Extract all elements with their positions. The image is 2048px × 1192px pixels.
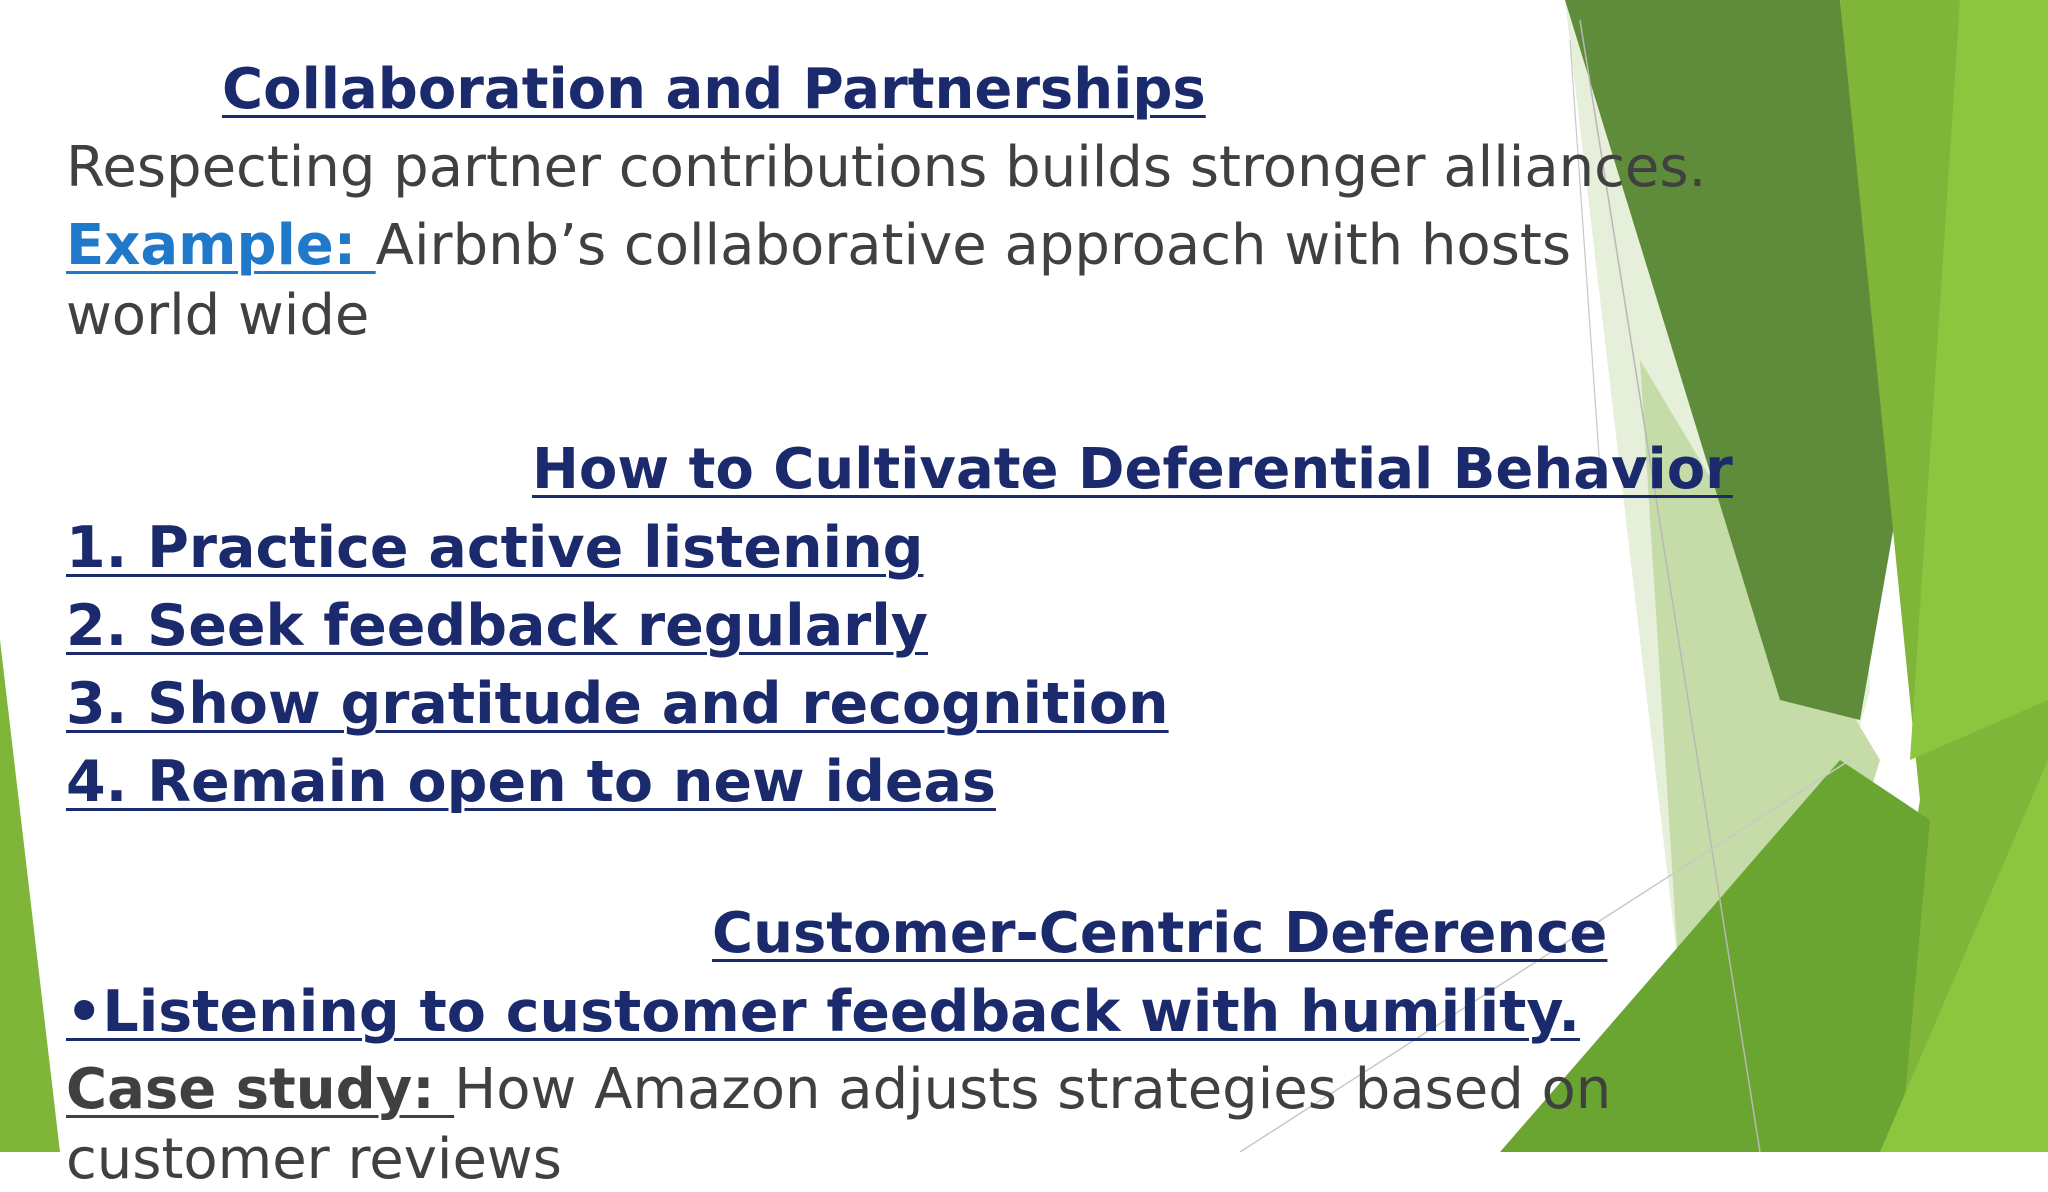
slide-content: Collaboration and Partnerships Respectin… — [66, 57, 1733, 1188]
example-line: Example: Airbnb’s collaborative approach… — [66, 218, 1571, 274]
case-study-text-continued: customer reviews — [66, 1127, 562, 1192]
section-title-cultivate: How to Cultivate Deferential Behavior — [532, 437, 1733, 502]
case-study-line: Case study: How Amazon adjusts strategie… — [66, 1062, 1611, 1118]
list-item: 4. Remain open to new ideas — [66, 749, 996, 815]
bottom-right-green-panel — [1880, 760, 2048, 1152]
case-study-text: How Amazon adjusts strategies based on — [454, 1057, 1612, 1122]
decor-line-2 — [1239, 759, 1851, 1152]
right-bright-green-panel — [1910, 0, 2048, 760]
bottom-green-panel — [1500, 760, 1930, 1152]
section-title-customer-centric: Customer-Centric Deference — [712, 901, 1608, 966]
list-item: 3. Show gratitude and recognition — [66, 671, 1169, 737]
right-dark-green-panel — [1565, 0, 1895, 720]
decor-line-1 — [1579, 19, 1761, 1152]
decor-line-3 — [1569, 39, 1601, 471]
list-item: 2. Seek feedback regularly — [66, 593, 928, 659]
case-study-label: Case study: — [66, 1057, 455, 1122]
example-text: Airbnb’s collaborative approach with hos… — [375, 213, 1572, 278]
section-title-collaboration: Collaboration and Partnerships — [222, 57, 1206, 122]
collaboration-body-text: Respecting partner contributions builds … — [66, 135, 1707, 200]
left-green-shape — [0, 640, 60, 1152]
example-text-continued: world wide — [66, 283, 370, 348]
decorative-background — [0, 0, 2048, 1152]
customer-bullet-item: •Listening to customer feedback with hum… — [66, 979, 1581, 1045]
example-label: Example: — [66, 213, 376, 278]
list-item: 1. Practice active listening — [66, 515, 924, 581]
